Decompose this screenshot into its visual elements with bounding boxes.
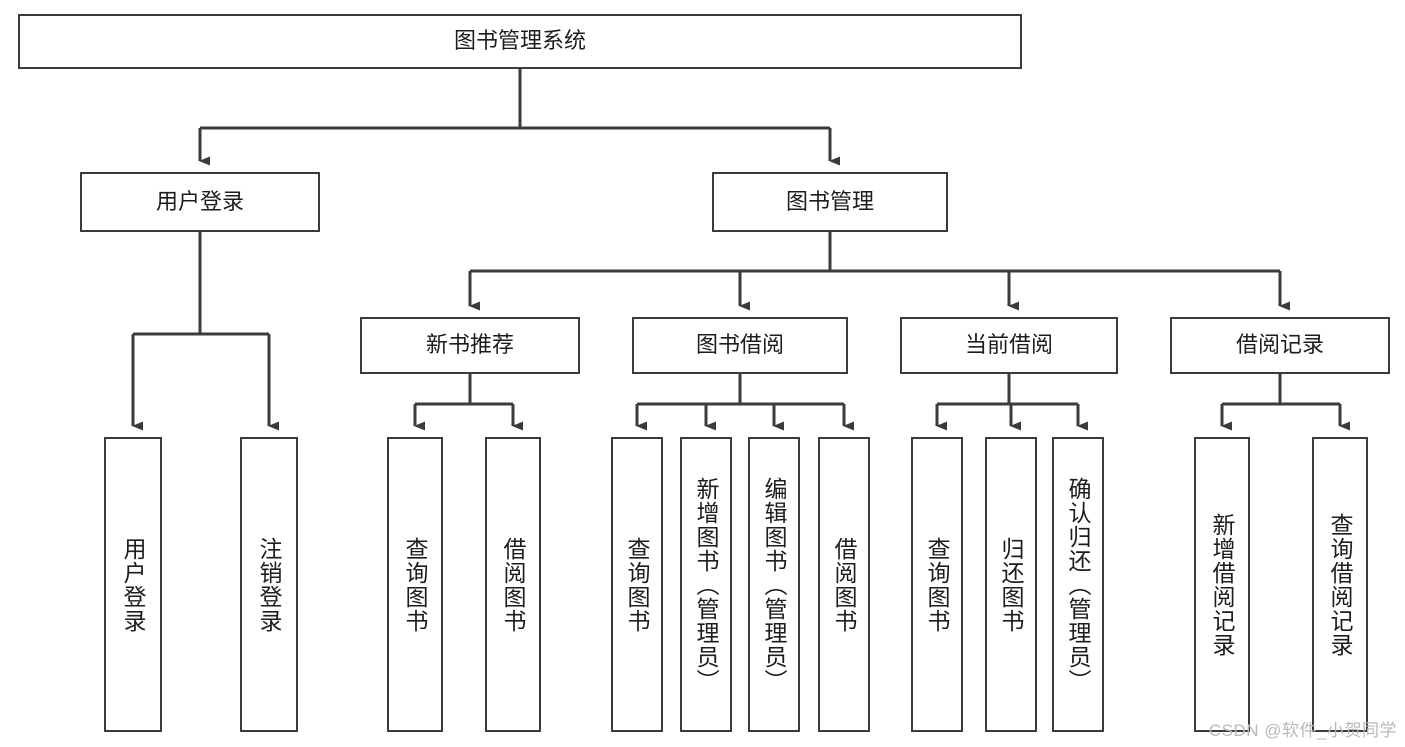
node-label-l3-0: 新书推荐: [425, 332, 514, 358]
node-label-leaf-2-0: 查询图书: [924, 536, 951, 633]
node-box-l3-1[interactable]: 图书借阅: [632, 317, 848, 374]
node-box-leaf-3-1[interactable]: 查询借阅记录: [1312, 437, 1368, 732]
node-label-leaf-3-0: 新增借阅记录: [1209, 512, 1236, 657]
node-box-leaf-2-2[interactable]: 确认归还（管理员）: [1052, 437, 1104, 732]
node-box-leaf-1-0[interactable]: 查询图书: [611, 437, 663, 732]
node-label-leaf-1-0: 查询图书: [624, 536, 651, 633]
node-label-root: 图书管理系统: [453, 28, 586, 54]
node-label-l3-2: 当前借阅: [964, 332, 1053, 358]
node-box-leaf-2-1[interactable]: 归还图书: [985, 437, 1037, 732]
node-box-l2-1[interactable]: 图书管理: [712, 172, 948, 232]
node-label-leaf-2-2: 确认归还（管理员）: [1065, 476, 1092, 693]
node-box-l3-2[interactable]: 当前借阅: [900, 317, 1118, 374]
node-label-leaf-0-1: 借阅图书: [500, 536, 527, 633]
node-box-leaf-0-0[interactable]: 查询图书: [387, 437, 443, 732]
connector-lines: [131, 69, 1350, 431]
node-box-leaf-0-1[interactable]: 借阅图书: [485, 437, 541, 732]
node-label-l3-user-0: 用户登录: [120, 536, 147, 633]
node-label-l3-1: 图书借阅: [695, 332, 784, 358]
node-label-leaf-1-1: 新增图书（管理员）: [693, 476, 720, 693]
node-box-leaf-1-3[interactable]: 借阅图书: [818, 437, 870, 732]
node-box-leaf-1-1[interactable]: 新增图书（管理员）: [680, 437, 732, 732]
node-box-leaf-2-0[interactable]: 查询图书: [911, 437, 963, 732]
node-box-l3-user-1[interactable]: 注销登录: [240, 437, 298, 732]
node-label-leaf-2-1: 归还图书: [998, 536, 1025, 633]
node-box-l3-user-0[interactable]: 用户登录: [104, 437, 162, 732]
node-box-l2-0[interactable]: 用户登录: [80, 172, 320, 232]
node-label-l3-user-1: 注销登录: [256, 536, 283, 633]
node-box-l3-3[interactable]: 借阅记录: [1170, 317, 1390, 374]
node-box-leaf-1-2[interactable]: 编辑图书（管理员）: [748, 437, 800, 732]
node-label-l2-1: 图书管理: [785, 188, 874, 214]
node-label-leaf-3-1: 查询借阅记录: [1327, 512, 1354, 657]
node-box-leaf-3-0[interactable]: 新增借阅记录: [1194, 437, 1250, 732]
node-label-leaf-0-0: 查询图书: [402, 536, 429, 633]
node-label-l3-3: 借阅记录: [1235, 332, 1324, 358]
node-box-root[interactable]: 图书管理系统: [18, 14, 1022, 69]
node-label-leaf-1-2: 编辑图书（管理员）: [761, 476, 788, 693]
node-label-leaf-1-3: 借阅图书: [831, 536, 858, 633]
node-box-l3-0[interactable]: 新书推荐: [360, 317, 580, 374]
node-label-l2-0: 用户登录: [155, 188, 244, 214]
